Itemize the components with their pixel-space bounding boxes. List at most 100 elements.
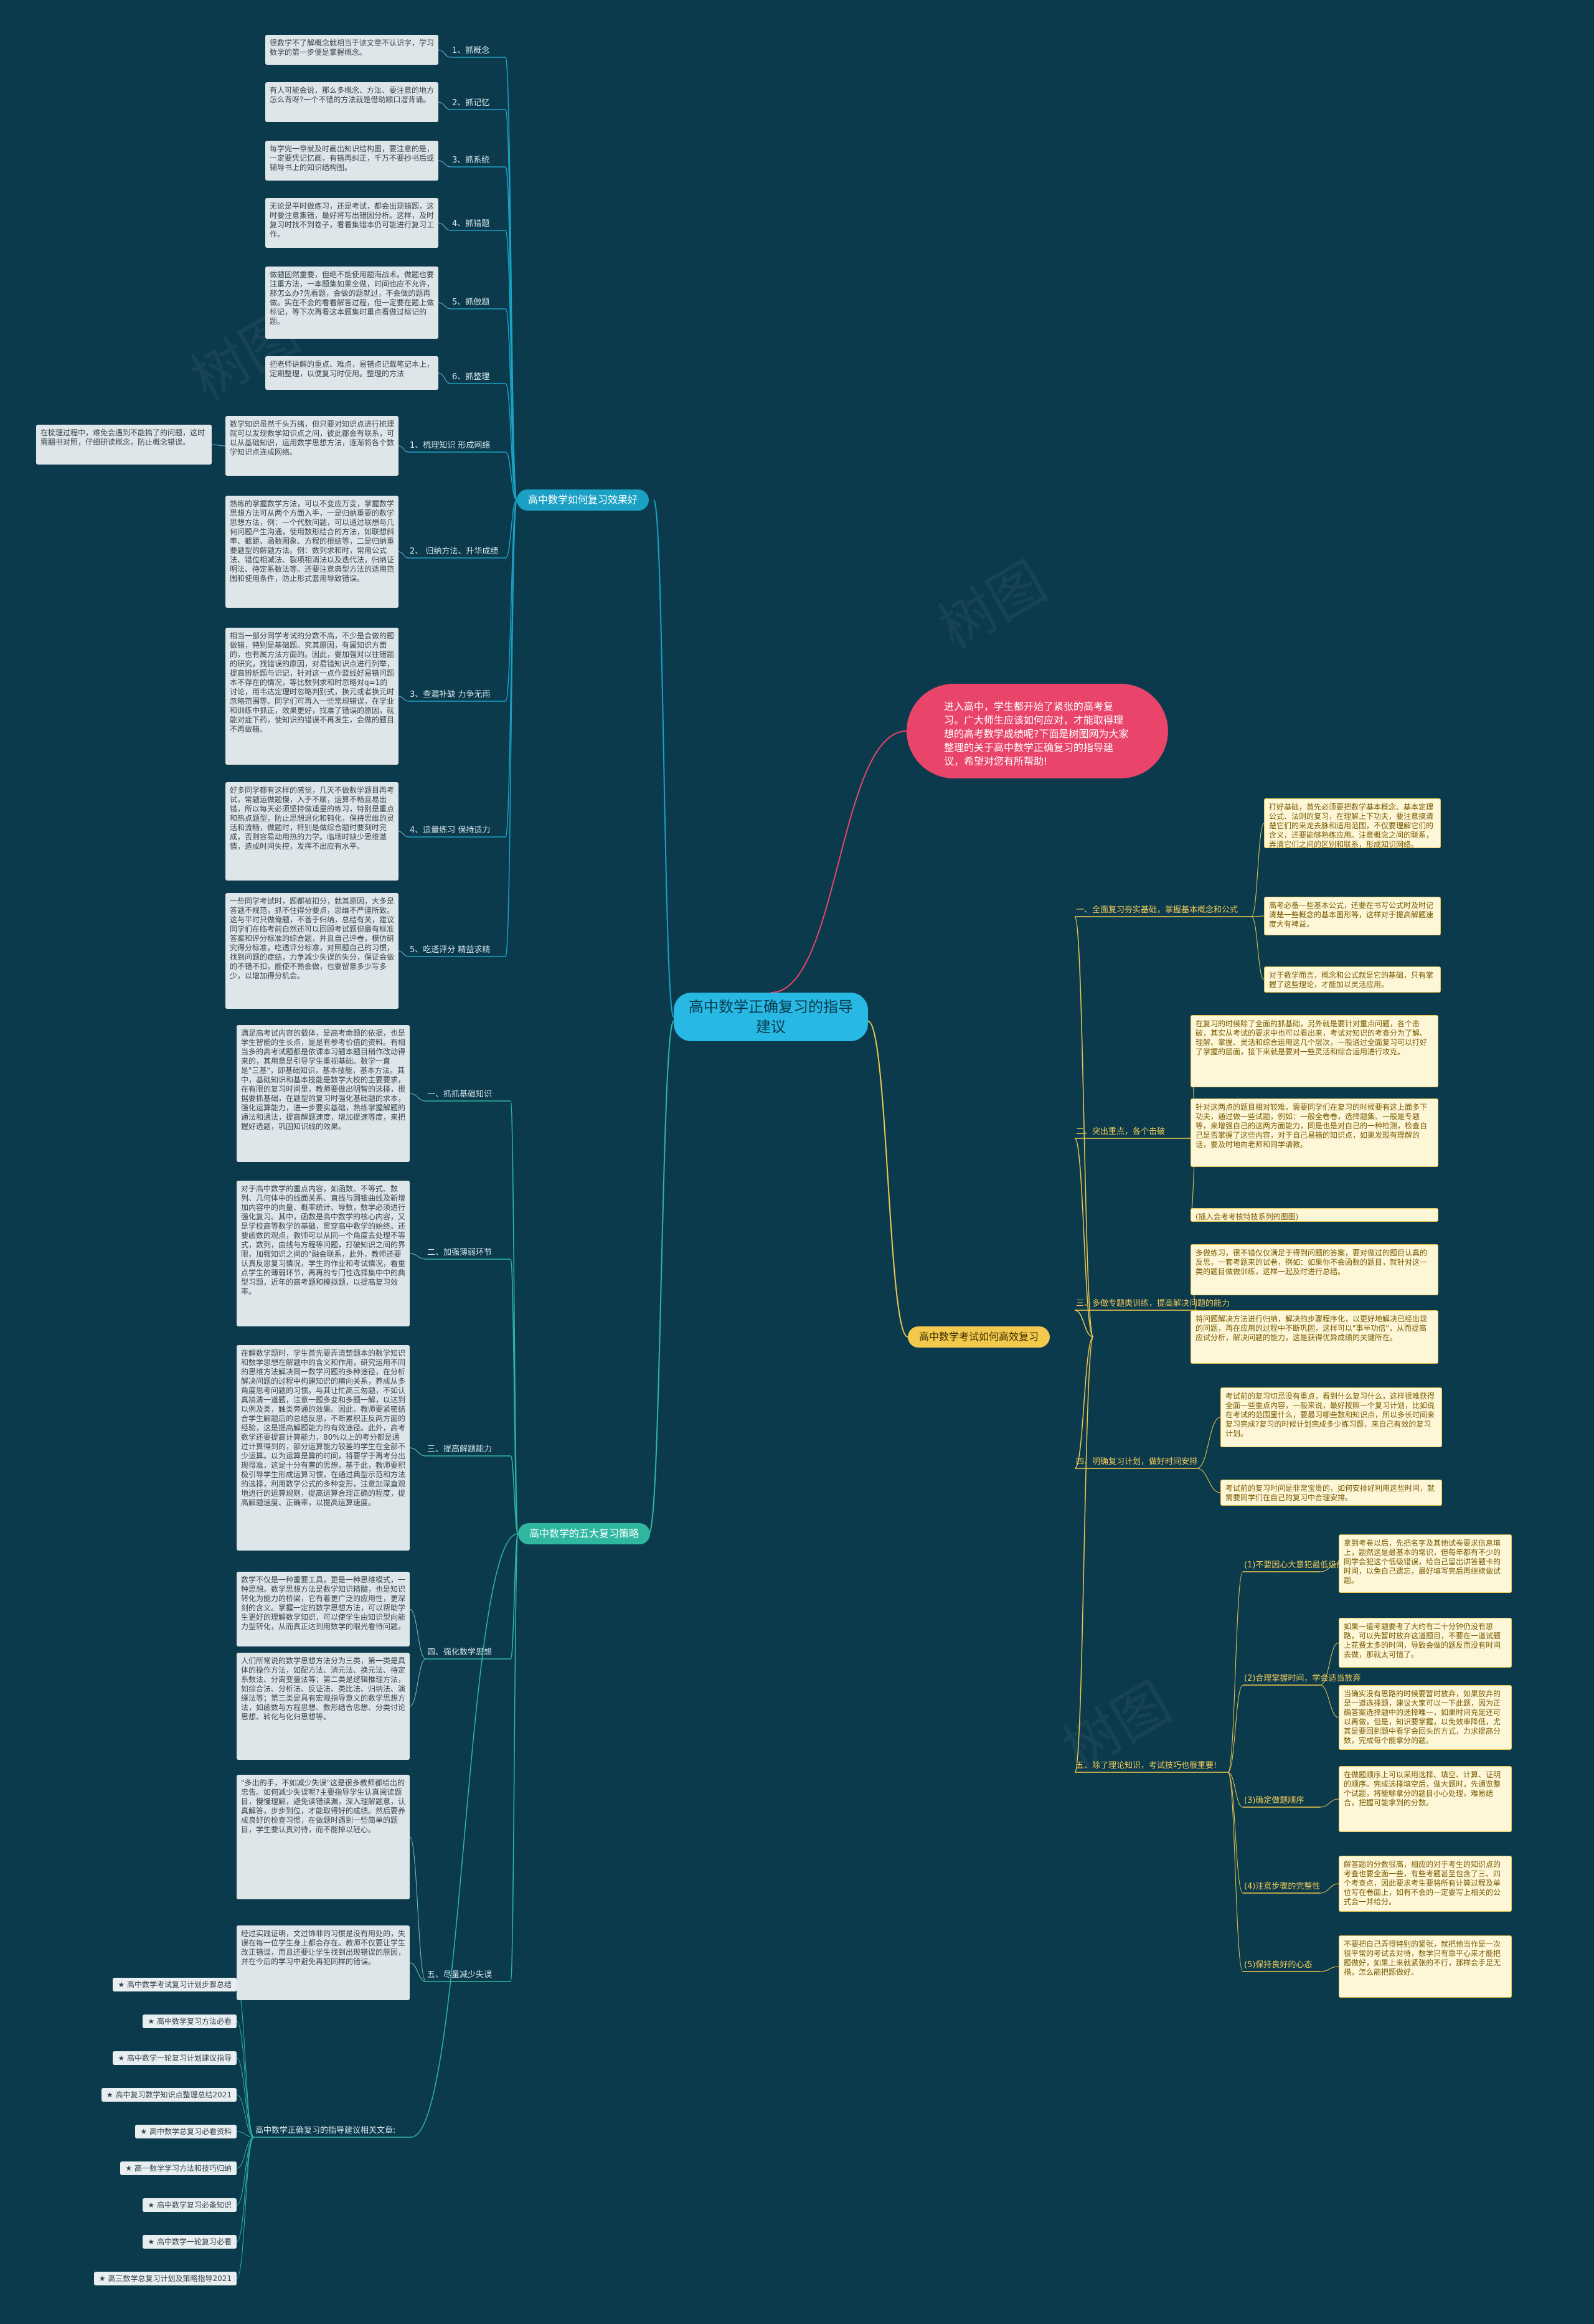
connector: [510, 1259, 519, 1534]
strategy-2[interactable]: 二、加强薄弱环节: [427, 1248, 493, 1257]
intro-node[interactable]: 进入高中，学生都开始了紧张的高考复习。广大师生应该如何应对，才能取得理想的高考数…: [907, 684, 1168, 778]
efficient-review-detail: 高考必备一些基本公式，还要在书写公式时及时记清楚一些概念的基本图形等，这样对于提…: [1264, 897, 1441, 935]
efficient-review-detail: 将问题解决方法进行归纳，解决的步骤程序化，以更好地解决已经出现的问题，再在应用的…: [1191, 1310, 1438, 1364]
strategy-detail: 对于高中数学的重点内容，如函数、不等式、数列、几何体中的线面关系、直线与圆锥曲线…: [237, 1181, 410, 1326]
connector: [236, 2137, 255, 2206]
connector: [236, 2137, 255, 2169]
exam-tip-4[interactable]: (4)注意步骤的完整性: [1244, 1882, 1321, 1891]
connector: [505, 499, 517, 838]
efficient-review-2[interactable]: 二、突出重点，各个击破: [1076, 1127, 1166, 1136]
strategy-3[interactable]: 三、提高解题能力: [427, 1445, 493, 1454]
connector: [438, 302, 451, 309]
connector: [510, 1533, 519, 1660]
efficient-review-4[interactable]: 四、明确复习计划，做好时间安排: [1076, 1457, 1198, 1467]
review-method-9[interactable]: 3、查漏补缺 力争无雨: [410, 690, 491, 699]
connector: [236, 2094, 255, 2138]
connector: [1074, 1310, 1094, 1338]
connector: [398, 831, 409, 838]
review-method-detail: 好多同学都有这样的感觉，几天不做数学题目再考试，常题运做题慢，入手不顺，运算不畅…: [225, 782, 398, 881]
strategy-detail: "多出的手，不如减少失误"这是很多教师都给出的忠告。如何减少失误呢?主要指导学生…: [237, 1775, 410, 1899]
review-method-10[interactable]: 4、适量练习 保持适力: [410, 826, 491, 835]
strategy-4[interactable]: 四、强化数学思想: [427, 1648, 493, 1657]
related-article-link[interactable]: ★ 高一数学学习方法和技巧归纳: [120, 2161, 237, 2175]
connector: [1251, 916, 1265, 980]
related-article-link[interactable]: ★ 高中复习数学知识点整理总结2021: [101, 2088, 237, 2102]
efficient-review-detail: 在复习的时候除了全面的抓基础，另外就是要针对重点问题，各个击破，其实从考试的要求…: [1191, 1015, 1438, 1087]
review-method-11[interactable]: 5、吃透评分 精益求精: [410, 945, 491, 955]
review-method-detail: 每学完一章就及时画出知识结构图，要注意的是，一定要凭记忆画，有错再纠正，千万不要…: [265, 141, 438, 181]
root-node[interactable]: 高中数学正确复习的指导建议: [674, 993, 868, 1041]
connector: [398, 950, 409, 957]
efficient-review-detail: 对于数学而言，概念和公式就是它的基础，只有掌握了这些理论，才能加以灵活应用。: [1264, 966, 1441, 993]
connector: [770, 730, 907, 993]
branch-five-strategies[interactable]: 高中数学的五大复习策略: [518, 1523, 651, 1544]
connector: [1319, 1966, 1339, 1972]
connector: [1319, 1684, 1339, 1718]
exam-tip-detail: 当确实没有思路的时候要暂时放弃，如果放弃的是一道选择题，建议大家可以一下此题，因…: [1339, 1685, 1512, 1750]
connector: [648, 1021, 674, 1534]
connector: [438, 160, 451, 168]
review-method-detail: 做题固然重要，但绝不能使用题海战术。做题也要注重方法，一本题集如果全做，时间也应…: [265, 267, 438, 339]
review-method-detail: 有人可能会说，那么多概念、方法、要注意的地方怎么背呀?一个不错的方法就是借助顺口…: [265, 82, 438, 122]
connector: [1319, 1883, 1339, 1894]
connector: [1251, 915, 1265, 917]
connector: [510, 1533, 519, 1982]
review-method-3[interactable]: 3、抓系统: [452, 156, 490, 165]
connector: [236, 2131, 255, 2138]
related-article-link[interactable]: ★ 高三数学总复习计划及策略指导2021: [93, 2272, 237, 2285]
efficient-review-1[interactable]: 一、全面复习夯实基础，掌握基本概念和公式: [1076, 905, 1238, 915]
review-method-note: 在梳理过程中，难免会遇到不能搞了的问题，这时需翻书对照，仔细研读概念，防止概念错…: [36, 425, 212, 465]
exam-tip-5[interactable]: (5)保持良好的心态: [1244, 1960, 1313, 1970]
review-method-4[interactable]: 4、抓错题: [452, 219, 490, 229]
branch-efficient-review[interactable]: 高中数学考试如何高效复习: [908, 1326, 1050, 1348]
connector: [1227, 1772, 1243, 1894]
connector: [236, 2137, 255, 2279]
connector: [409, 1253, 427, 1260]
exam-tip-3[interactable]: (3)确定做题顺序: [1244, 1796, 1304, 1805]
connector: [1074, 916, 1094, 1338]
intro-text: 进入高中，学生都开始了紧张的高考复习。广大师生应该如何应对，才能取得理想的高考数…: [944, 701, 1129, 767]
connector: [1074, 1336, 1094, 1469]
connector: [1074, 1336, 1094, 1773]
exam-tip-2[interactable]: (2)合理掌握时间，学会适当放弃: [1244, 1674, 1361, 1683]
connector: [438, 49, 451, 58]
exam-tip-detail: 在做题顺序上可以采用选择、填空、计算、证明的顺序。完成选择填空后，做大题时，先通…: [1339, 1766, 1512, 1832]
review-method-6[interactable]: 6、抓整理: [452, 372, 490, 382]
connector: [510, 1455, 519, 1534]
related-article-link[interactable]: ★ 高中数学复习必备知识: [143, 2198, 237, 2212]
connector: [236, 2057, 255, 2138]
review-method-7[interactable]: 1、梳理知识 形成网络: [410, 441, 491, 450]
branch-review-effect[interactable]: 高中数学如何复习效果好: [517, 489, 649, 511]
connector: [1074, 1138, 1094, 1338]
exam-tip-detail: 不要把自己弄得特别的紧张，就把他当作是一次很平常的考试去对待，数学只有靠平心来才…: [1339, 1935, 1512, 1998]
connector: [505, 499, 517, 957]
review-method-5[interactable]: 5、抓做题: [452, 298, 490, 307]
related-article-link[interactable]: ★ 高中数学复习方法必看: [143, 2015, 237, 2028]
connector: [438, 222, 451, 231]
strategy-detail: 在解数学题时，学生首先要弄清楚题本的数学知识和数学思想在解题中的含义和作用，研究…: [237, 1345, 410, 1551]
connector: [1319, 1798, 1339, 1808]
efficient-review-3[interactable]: 三、多做专题类训练，提高解决问题的能力: [1076, 1299, 1230, 1308]
connector: [236, 2021, 255, 2138]
connector: [438, 102, 451, 110]
related-article-link[interactable]: ★ 高中数学一轮复习计划建议指导: [113, 2051, 237, 2065]
connector: [1196, 1417, 1221, 1469]
related-articles-heading: 高中数学正确复习的指导建议相关文章:: [255, 2126, 396, 2135]
related-article-link[interactable]: ★ 高中数学考试复习计划步骤总结: [113, 1978, 237, 1991]
strategy-5[interactable]: 五、尽量减少失误: [427, 1970, 493, 1980]
connector: [1196, 1468, 1221, 1493]
related-article-link[interactable]: ★ 高中数学总复习必看资料: [135, 2125, 237, 2138]
efficient-review-5[interactable]: 五、除了理论知识，考试技巧也很重要!: [1076, 1761, 1217, 1770]
efficient-review-detail: 针对这两点的题目相对较难，需要同学们在复习的时候要有这上面多下功夫，通过做一些试…: [1191, 1098, 1438, 1167]
review-method-2[interactable]: 2、抓记忆: [452, 98, 490, 108]
related-article-link[interactable]: ★ 高中数学一轮复习必看: [143, 2235, 237, 2249]
exam-tip-1[interactable]: (1)不要因心大意犯最低级的错误: [1244, 1561, 1361, 1570]
connector: [1227, 1684, 1243, 1773]
review-method-detail: 很数学不了解概念就相当于读文章不认识字，学习数学的第一步便是掌握概念。: [265, 35, 438, 65]
review-method-8[interactable]: 2、 归纳方法、升华成绩: [410, 547, 499, 556]
strategy-1[interactable]: 一、抓抓基础知识: [427, 1090, 493, 1099]
exam-tip-detail: 拿到考卷以后，先把名字及其他试卷要求信息填上，题然这是最基本的常识，但每年都有不…: [1339, 1534, 1512, 1593]
root-label: 高中数学正确复习的指导建议: [689, 998, 853, 1036]
review-method-1[interactable]: 1、抓概念: [452, 46, 490, 55]
